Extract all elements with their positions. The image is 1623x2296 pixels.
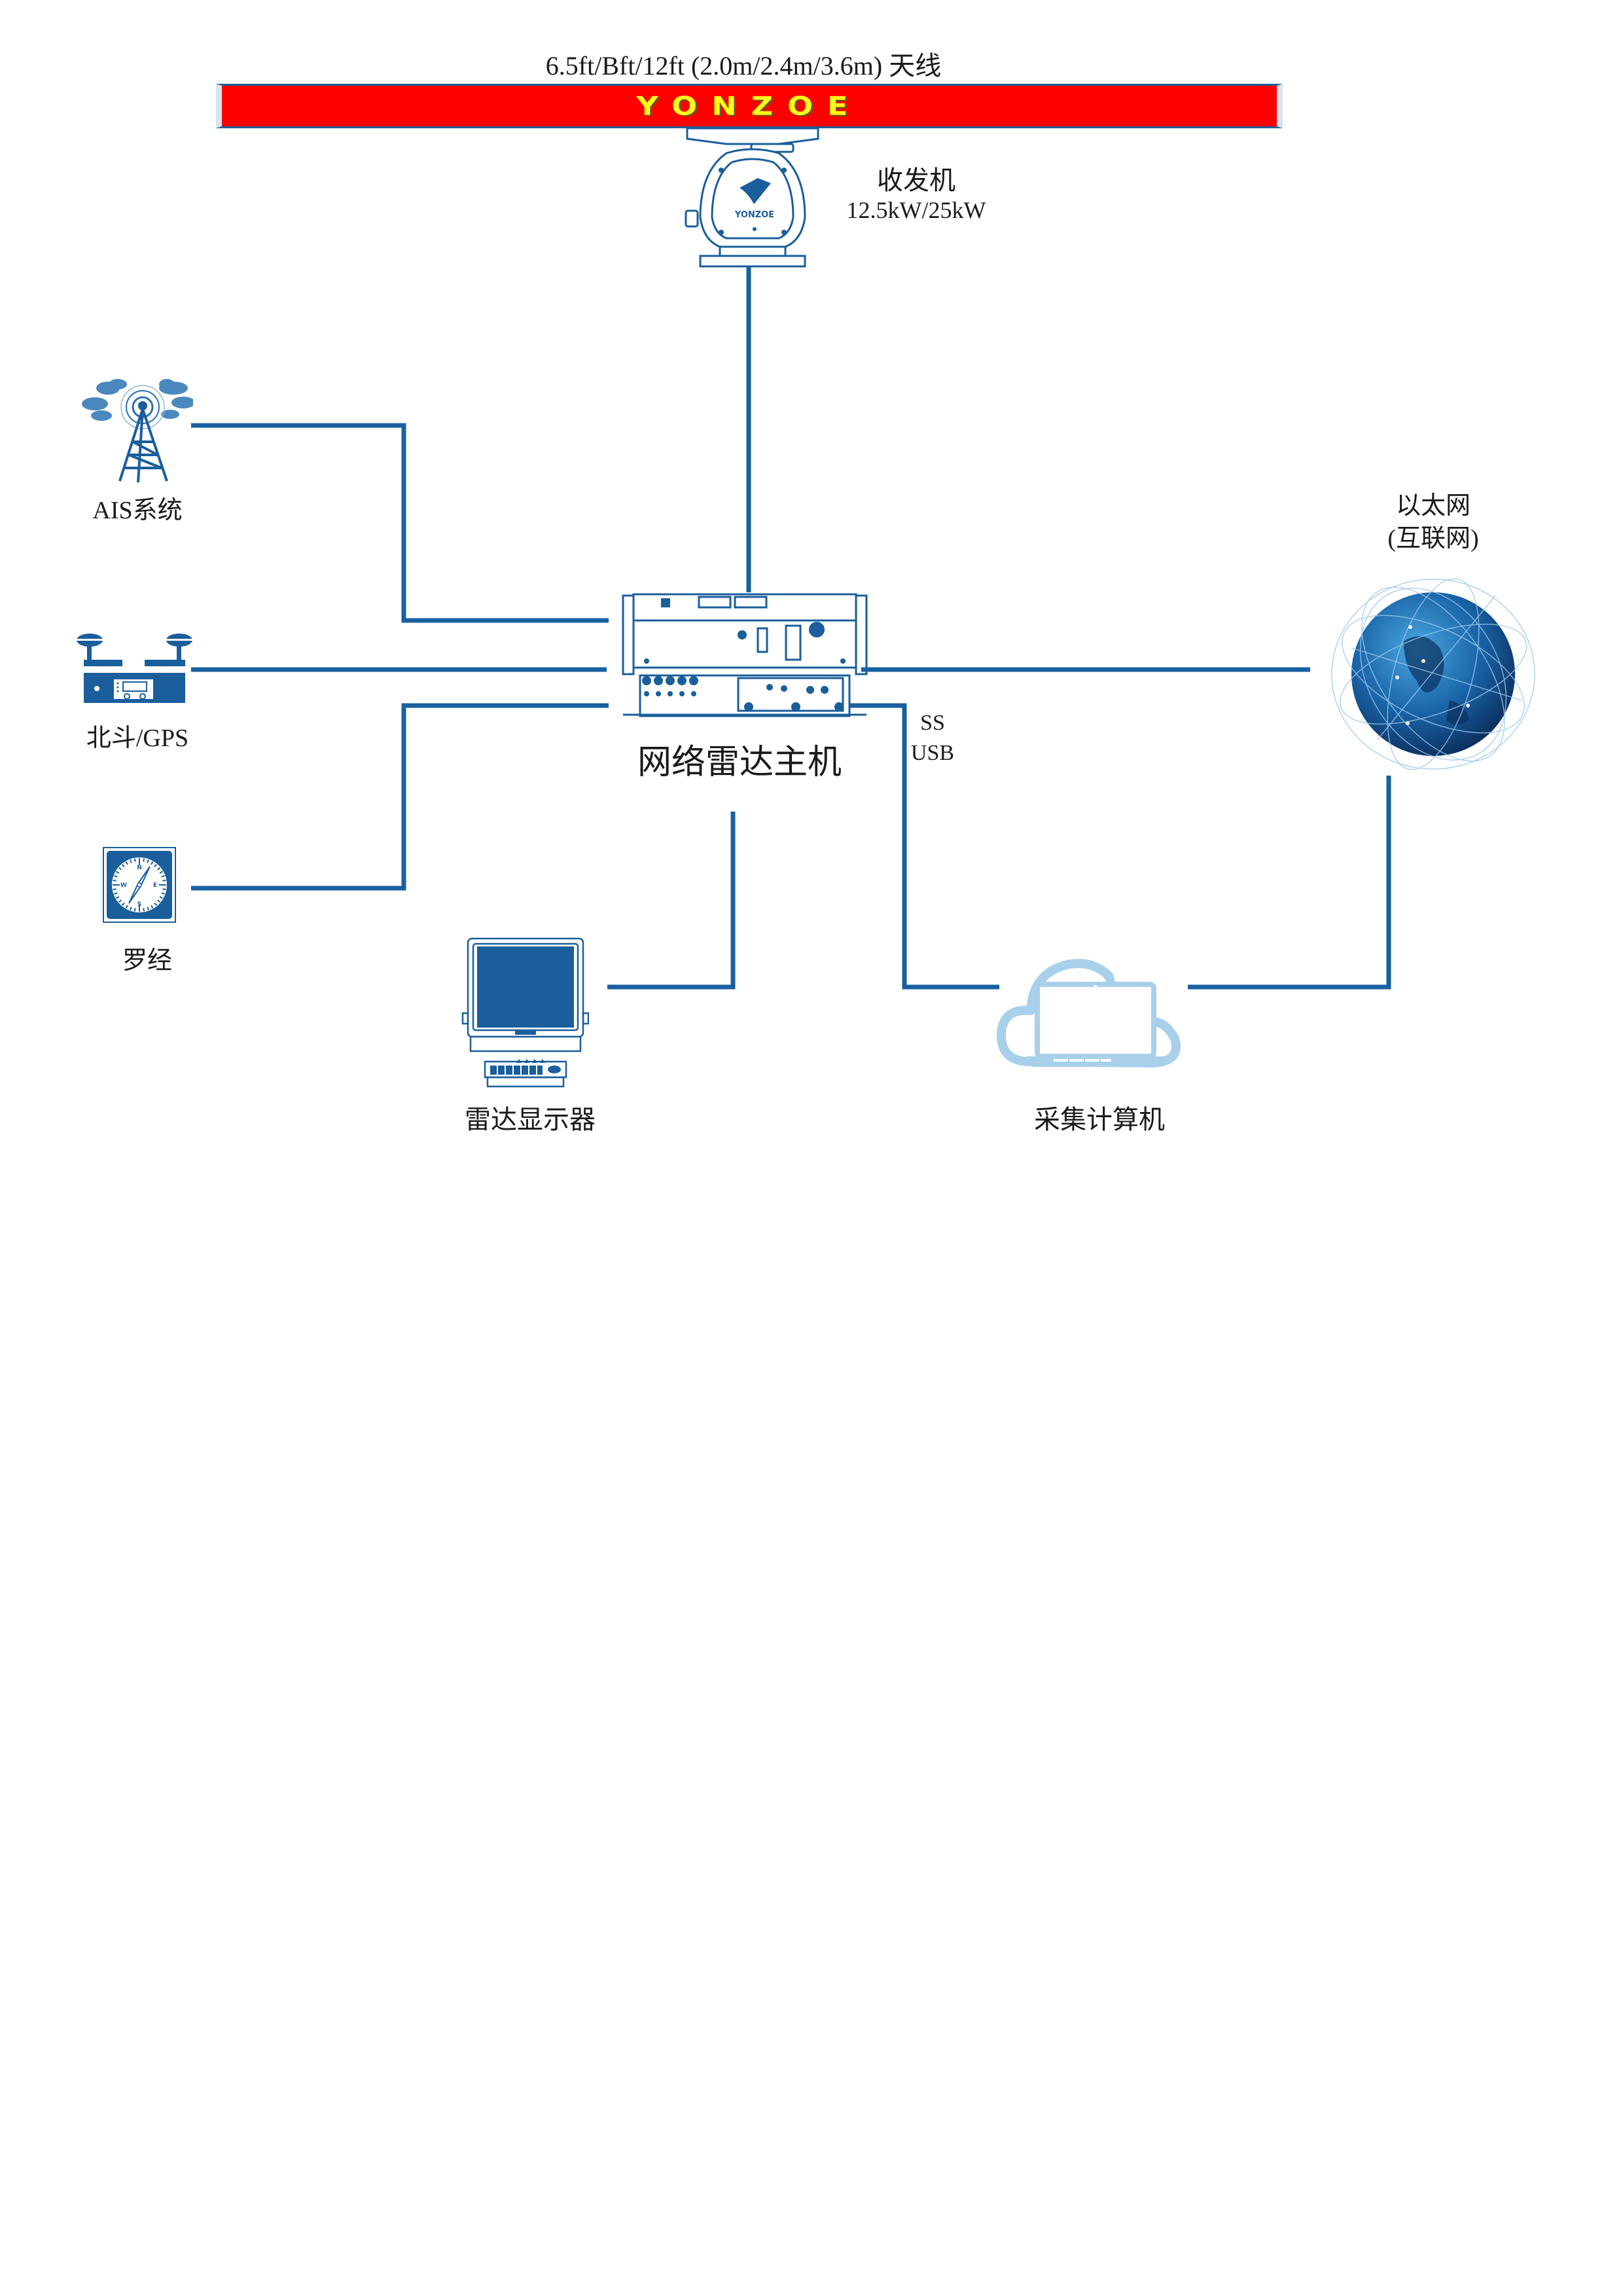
transceiver-name: 收发机 bbox=[877, 166, 955, 195]
compass-tick bbox=[161, 875, 165, 878]
compass-tick bbox=[125, 905, 128, 909]
wire-ethernet-computer bbox=[1188, 776, 1391, 990]
svg-text:W: W bbox=[120, 882, 127, 889]
globe-icon bbox=[1331, 578, 1535, 770]
compass-tick bbox=[151, 905, 154, 909]
compass-tick bbox=[143, 858, 145, 862]
ethernet-label-line2: (互联网) bbox=[1387, 525, 1479, 552]
transceiver-power: 12.5kW/25kW bbox=[846, 197, 986, 223]
radio-tower-icon bbox=[82, 379, 193, 483]
compass-tick bbox=[159, 896, 164, 899]
compass-tick bbox=[130, 859, 132, 863]
compass-tick bbox=[156, 899, 161, 903]
compass-tick bbox=[118, 867, 122, 870]
compass-tick bbox=[159, 870, 164, 874]
wire-ais-main bbox=[191, 423, 609, 623]
compass-tick bbox=[130, 906, 132, 910]
compass-tick bbox=[114, 892, 118, 895]
gps-label: 北斗/GPS bbox=[86, 725, 189, 752]
compass-tick bbox=[121, 863, 125, 868]
wire-main-display bbox=[607, 812, 736, 990]
ethernet-label-line1: 以太网 bbox=[1395, 492, 1471, 520]
compass-tick bbox=[156, 867, 161, 870]
svg-text:S: S bbox=[137, 901, 141, 908]
transceiver-icon: YONZOE bbox=[685, 127, 819, 268]
compass-tick bbox=[147, 859, 149, 863]
compass-icon: N S W E bbox=[103, 847, 176, 923]
usb-label-line1: SS bbox=[920, 711, 945, 735]
computer-label: 采集计算机 bbox=[1034, 1105, 1165, 1134]
radar-display-label: 雷达显示器 bbox=[465, 1105, 596, 1134]
compass-tick bbox=[143, 908, 145, 912]
ais-label: AIS系统 bbox=[92, 497, 183, 524]
compass-tick bbox=[115, 870, 120, 874]
compass-tick bbox=[115, 896, 120, 899]
compass-tick bbox=[113, 879, 116, 882]
compass-tick bbox=[161, 892, 165, 895]
antenna-title: 6.5ft/Bft/12ft (2.0m/2.4m/3.6m) 天线 bbox=[545, 51, 942, 81]
wire-main-computer bbox=[842, 703, 999, 990]
monitor-icon bbox=[461, 937, 589, 1088]
usb-label-line2: USB bbox=[910, 741, 955, 765]
compass-tick bbox=[151, 861, 154, 865]
wire-compass-main bbox=[191, 703, 609, 891]
compass-tick bbox=[121, 902, 125, 906]
radar-main-unit-label: 网络雷达主机 bbox=[637, 744, 842, 781]
compass-tick bbox=[147, 906, 149, 910]
usb-connection-label: SS USB bbox=[906, 708, 959, 768]
antenna-brand: YONZOE bbox=[636, 91, 863, 121]
transceiver-logo: YONZOE bbox=[734, 210, 774, 220]
antenna-array: YONZOE bbox=[216, 84, 1283, 128]
svg-text:N: N bbox=[137, 865, 142, 871]
compass-label: 罗经 bbox=[122, 947, 172, 975]
compass-tick bbox=[154, 863, 158, 868]
compass-tick bbox=[154, 902, 158, 906]
compass-tick bbox=[125, 861, 128, 865]
ethernet-label: 以太网 (互联网) bbox=[1348, 490, 1518, 555]
gnss-receiver-icon bbox=[77, 634, 192, 703]
compass-tick bbox=[114, 875, 118, 878]
svg-text:E: E bbox=[153, 882, 157, 889]
compass-tick bbox=[162, 879, 166, 882]
compass-tick bbox=[118, 899, 122, 903]
radar-main-unit-icon bbox=[622, 593, 868, 717]
cloud-laptop-icon bbox=[996, 959, 1181, 1067]
